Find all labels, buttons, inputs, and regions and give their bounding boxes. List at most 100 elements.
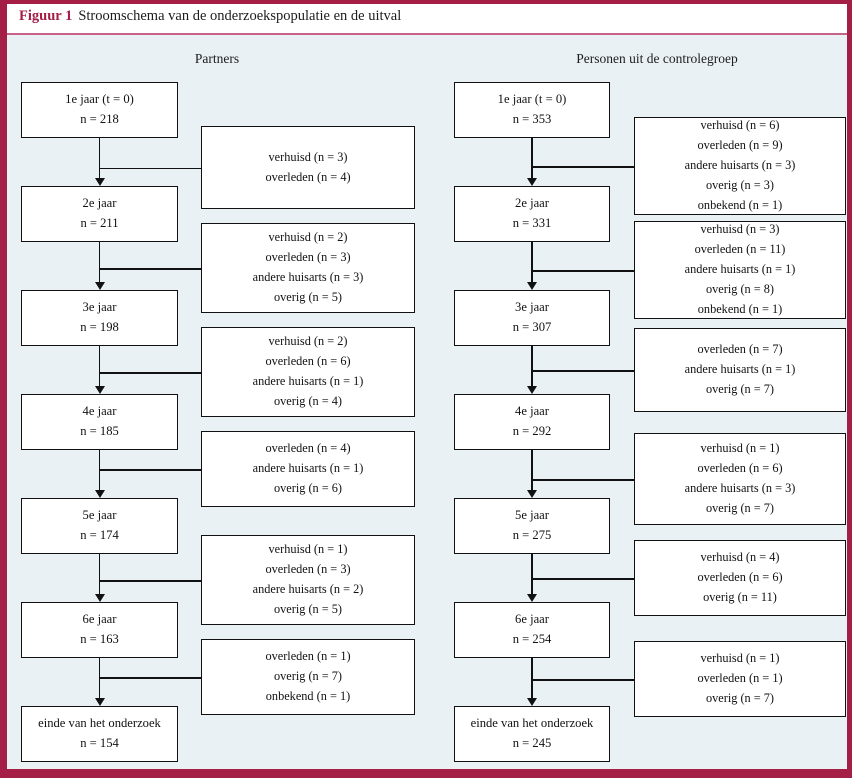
dropout-box-partners-3: overleden (n = 4)andere huisarts (n = 1)… xyxy=(201,431,415,507)
dropout-line: overleden (n = 4) xyxy=(265,441,351,456)
connector-vertical-controlegroep-5 xyxy=(531,658,533,698)
branch-line-partners-0 xyxy=(99,167,201,169)
node-label-line2: n = 174 xyxy=(80,528,119,542)
connector-arrowhead-partners-2 xyxy=(94,386,105,394)
connector-vertical-partners-3 xyxy=(98,450,101,490)
dropout-line: verhuisd (n = 4) xyxy=(700,550,780,565)
dropout-line: onbekend (n = 1) xyxy=(697,197,783,212)
node-label-line2: n = 331 xyxy=(512,216,552,230)
node-label-line1: einde van het onderzoek xyxy=(38,716,161,731)
dropout-line: overleden (n = 1) xyxy=(697,671,783,686)
dropout-line: verhuisd (n = 1) xyxy=(700,651,780,666)
connector-vertical-controlegroep-4 xyxy=(531,554,533,594)
dropout-line: overig (n = 5) xyxy=(273,289,343,304)
dropout-line: overig (n = 7) xyxy=(705,500,775,515)
node-label-line1: 6e jaar xyxy=(82,612,117,627)
node-label-line2: n = 275 xyxy=(512,528,552,542)
branch-line-controlegroep-4 xyxy=(532,578,634,580)
dropout-box-controlegroep-3: verhuisd (n = 1)overleden (n = 6)andere … xyxy=(634,433,846,525)
dropout-box-partners-0: verhuisd (n = 3)overleden (n = 4) xyxy=(201,126,415,209)
dropout-line: overig (n = 8) xyxy=(705,281,775,296)
dropout-box-controlegroep-5: verhuisd (n = 1) overleden (n = 1) overig … xyxy=(634,641,846,717)
dropout-box-partners-1: verhuisd (n = 2)overleden (n = 3)andere … xyxy=(201,223,415,313)
dropout-line: overleden (n = 6) xyxy=(697,570,783,585)
dropout-box-controlegroep-2: overleden (n = 7)andere huisarts (n = 1)… xyxy=(634,328,846,412)
node-label-line1: 4e jaar xyxy=(82,404,117,419)
node-label-line1: 2e jaar xyxy=(515,196,549,211)
column-title-partners: Partners xyxy=(194,51,240,66)
connector-vertical-partners-4 xyxy=(98,554,101,594)
node-label-line1: 4e jaar xyxy=(515,404,549,419)
dropout-line: overig (n = 4) xyxy=(273,393,343,408)
connector-vertical-partners-5 xyxy=(98,658,101,698)
dropout-box-controlegroep-0: verhuisd (n = 6)overleden (n = 9)andere … xyxy=(634,117,846,215)
branch-line-partners-5 xyxy=(99,677,201,679)
branch-line-controlegroep-3 xyxy=(532,479,634,481)
node-controlegroep-2: 3e jaar n = 307 xyxy=(454,290,610,346)
connector-arrowhead-controlegroep-0 xyxy=(527,178,537,186)
connector-vertical-partners-0 xyxy=(98,138,101,178)
connector-arrowhead-partners-0 xyxy=(94,178,105,186)
node-label-line1: 2e jaar xyxy=(82,196,117,211)
connector-arrowhead-controlegroep-4 xyxy=(527,594,537,602)
node-partners-0: 1e jaar (t = 0)n = 218 xyxy=(21,82,178,138)
node-partners-4: 5e jaar n = 174 xyxy=(21,498,178,554)
dropout-line: verhuisd (n = 2) xyxy=(268,334,348,349)
node-label-line2: n = 198 xyxy=(80,320,119,334)
dropout-line: overig (n = 7) xyxy=(705,690,775,705)
dropout-line: verhuisd (n = 3) xyxy=(700,222,780,237)
connector-arrowhead-controlegroep-3 xyxy=(527,490,537,498)
dropout-line: andere huisarts (n = 1) xyxy=(684,362,796,377)
dropout-line: verhuisd (n = 2) xyxy=(268,230,348,245)
node-label-line2: n = 292 xyxy=(512,424,552,438)
dropout-line: verhuisd (n = 1) xyxy=(268,542,348,557)
node-label-line1: 5e jaar xyxy=(82,508,117,523)
node-label-line1: 1e jaar (t = 0) xyxy=(497,92,567,107)
dropout-line: overig (n = 7) xyxy=(705,381,775,396)
node-label-line2: n = 353 xyxy=(512,112,552,126)
branch-line-controlegroep-0 xyxy=(532,166,634,168)
dropout-line: overleden (n = 11) xyxy=(694,242,786,257)
connector-arrowhead-controlegroep-5 xyxy=(527,698,537,706)
dropout-line: overleden (n = 6) xyxy=(265,354,351,369)
dropout-line: verhuisd (n = 6) xyxy=(700,118,780,133)
connector-vertical-partners-2 xyxy=(98,346,101,386)
dropout-line: overig (n = 6) xyxy=(273,480,343,495)
dropout-line: andere huisarts (n = 1) xyxy=(252,374,364,388)
node-partners-5: 6e jaar n = 163 xyxy=(21,602,178,658)
node-label-line2: n = 307 xyxy=(512,320,552,334)
node-label-line1: einde van het onderzoek xyxy=(470,716,594,731)
branch-line-partners-3 xyxy=(99,469,201,471)
node-partners-6: einde van het onderzoek n = 154 xyxy=(21,706,178,762)
connector-arrowhead-controlegroep-1 xyxy=(527,282,537,290)
node-label-line2: n = 245 xyxy=(512,736,552,750)
node-label-line1: 5e jaar xyxy=(515,508,549,523)
connector-vertical-partners-1 xyxy=(98,242,101,282)
column-title-controlegroep: Personen uit de controlegroep xyxy=(576,51,738,66)
dropout-line: overleden (n = 4) xyxy=(265,169,351,184)
branch-line-partners-4 xyxy=(99,580,201,582)
node-label-line2: n = 163 xyxy=(80,632,119,646)
dropout-line: overleden (n = 9) xyxy=(697,138,783,153)
node-label-line1: 1e jaar (t = 0) xyxy=(65,92,134,107)
dropout-line: overleden (n = 3) xyxy=(265,250,351,265)
branch-line-controlegroep-1 xyxy=(532,270,634,272)
branch-line-partners-1 xyxy=(99,268,201,270)
connector-vertical-controlegroep-3 xyxy=(531,450,533,490)
node-label-line1: 3e jaar xyxy=(515,300,549,315)
connector-arrowhead-partners-5 xyxy=(94,698,105,706)
node-controlegroep-0: 1e jaar (t = 0) n = 353 xyxy=(454,82,610,138)
node-label-line2: n = 154 xyxy=(80,736,119,750)
node-controlegroep-1: 2e jaar n = 331 xyxy=(454,186,610,242)
dropout-line: andere huisarts (n = 3) xyxy=(684,481,796,495)
branch-line-controlegroep-5 xyxy=(532,679,634,681)
dropout-line: verhuisd (n = 1) xyxy=(700,441,780,456)
connector-arrowhead-partners-3 xyxy=(94,490,105,498)
dropout-box-partners-4: verhuisd (n = 1)overleden (n = 3)andere … xyxy=(201,535,415,625)
connector-vertical-controlegroep-1 xyxy=(531,242,533,282)
